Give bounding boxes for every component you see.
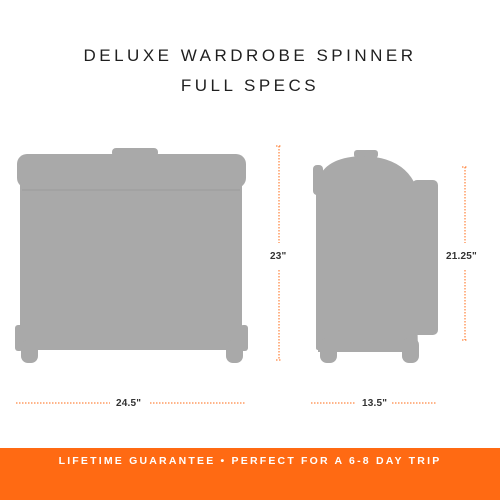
front-width-label: 24.5" <box>116 398 142 409</box>
side-height-label: 21.25" <box>446 251 477 262</box>
side-depth-label: 13.5" <box>362 398 388 409</box>
dimension-lines <box>16 145 468 404</box>
front-view-luggage-silhouette <box>15 148 248 363</box>
side-view-luggage-silhouette <box>313 150 438 363</box>
footer-banner <box>0 448 500 500</box>
front-height-label: 23" <box>270 251 287 262</box>
page-title-line2: FULL SPECS <box>180 76 320 95</box>
page-title-line1: DELUXE WARDROBE SPINNER <box>83 46 417 65</box>
footer-text: LIFETIME GUARANTEE • PERFECT FOR A 6-8 D… <box>58 455 442 467</box>
